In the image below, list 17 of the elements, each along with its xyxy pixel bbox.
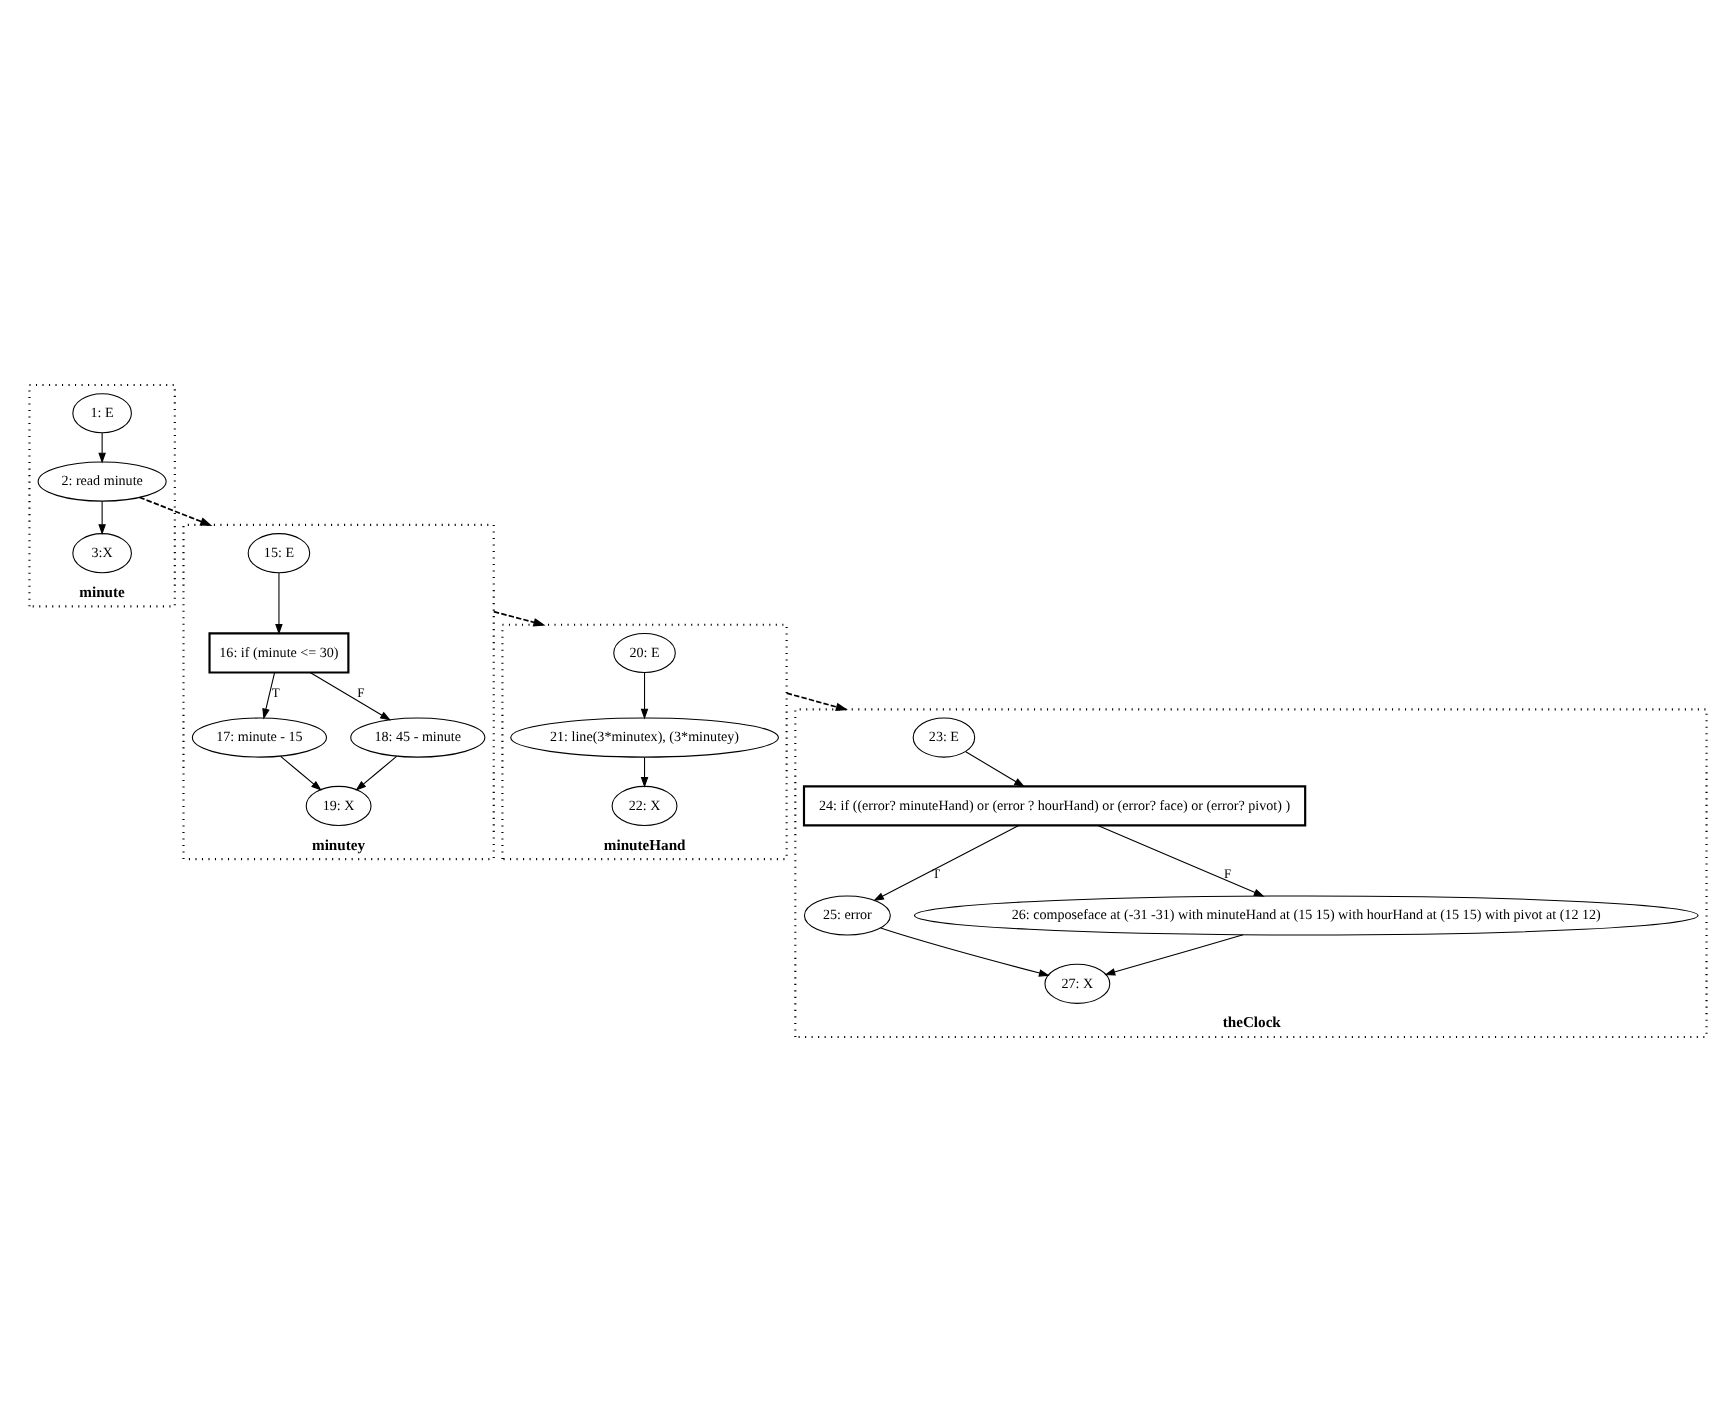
arrow [138,496,213,526]
arrow [280,755,322,791]
arrow [640,756,649,788]
arrow [275,572,283,635]
arrow [98,500,106,536]
arrow [492,610,546,627]
arrow [98,432,106,464]
arrow [1097,824,1265,897]
arrow [262,672,276,720]
arrow [873,824,1020,902]
arrow [309,672,391,721]
arrow [965,751,1025,788]
arrow [1104,934,1244,976]
arrow [640,672,649,720]
arrow [785,692,848,711]
arrow [880,927,1050,977]
arrow [355,755,398,791]
